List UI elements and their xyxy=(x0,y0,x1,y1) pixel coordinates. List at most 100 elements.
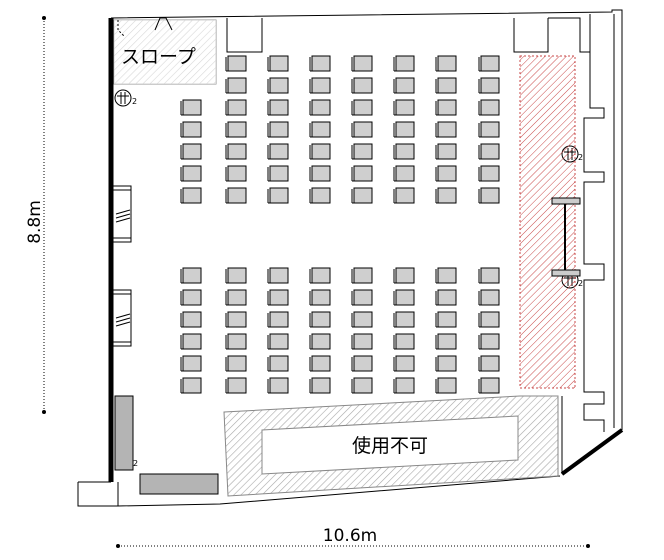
svg-text:2: 2 xyxy=(578,153,583,162)
chair xyxy=(225,55,247,72)
chair xyxy=(478,289,500,306)
chair xyxy=(180,333,202,350)
chair xyxy=(309,289,331,306)
chair xyxy=(309,187,331,204)
chair xyxy=(180,165,202,182)
chair xyxy=(267,333,289,350)
chair xyxy=(393,187,415,204)
chair xyxy=(225,187,247,204)
chair xyxy=(435,55,457,72)
chair xyxy=(267,55,289,72)
chair xyxy=(351,121,373,138)
chair xyxy=(180,311,202,328)
width-label: 10.6m xyxy=(323,526,377,546)
red-hatched-area xyxy=(519,55,581,389)
chair xyxy=(351,165,373,182)
chair xyxy=(351,355,373,372)
window-upper xyxy=(110,185,132,243)
chair xyxy=(478,267,500,284)
chair xyxy=(435,77,457,94)
chair xyxy=(393,121,415,138)
chair xyxy=(267,311,289,328)
chair xyxy=(478,143,500,160)
chair xyxy=(267,289,289,306)
chair xyxy=(351,289,373,306)
slope-area: スロープ xyxy=(113,17,217,85)
chair xyxy=(478,165,500,182)
chair xyxy=(309,311,331,328)
chair xyxy=(435,121,457,138)
unusable-area: 使用不可 xyxy=(223,395,559,497)
window-lower xyxy=(110,289,132,347)
height-label: 8.8m xyxy=(25,200,45,244)
chair xyxy=(309,165,331,182)
chair xyxy=(478,99,500,116)
chair xyxy=(478,77,500,94)
chair xyxy=(309,267,331,284)
chair xyxy=(309,55,331,72)
chair xyxy=(225,267,247,284)
chair xyxy=(435,99,457,116)
chair xyxy=(478,377,500,394)
chair xyxy=(267,377,289,394)
chair xyxy=(478,311,500,328)
chair xyxy=(435,165,457,182)
chair xyxy=(225,355,247,372)
svg-text:2: 2 xyxy=(132,97,137,106)
chair xyxy=(435,333,457,350)
chair xyxy=(435,143,457,160)
chair xyxy=(351,143,373,160)
chair xyxy=(267,143,289,160)
chair xyxy=(180,355,202,372)
counter xyxy=(139,473,219,495)
chair xyxy=(351,377,373,394)
height-dimension: 8.8m xyxy=(25,16,46,414)
chair xyxy=(180,187,202,204)
chair xyxy=(180,143,202,160)
unusable-label: 使用不可 xyxy=(352,435,428,457)
chair xyxy=(478,121,500,138)
chair xyxy=(435,377,457,394)
chair xyxy=(435,355,457,372)
width-dimension: 10.6m xyxy=(116,526,590,548)
chair xyxy=(478,355,500,372)
chair xyxy=(267,121,289,138)
chair xyxy=(393,333,415,350)
chair xyxy=(225,377,247,394)
chair xyxy=(180,267,202,284)
chair xyxy=(351,267,373,284)
chair xyxy=(351,311,373,328)
chair xyxy=(435,187,457,204)
chair xyxy=(393,99,415,116)
chair xyxy=(180,121,202,138)
chair xyxy=(393,311,415,328)
svg-text:2: 2 xyxy=(578,279,583,288)
chair xyxy=(267,355,289,372)
chair xyxy=(267,99,289,116)
chair xyxy=(225,99,247,116)
chair xyxy=(309,77,331,94)
chair xyxy=(393,77,415,94)
chair xyxy=(309,333,331,350)
chair xyxy=(225,311,247,328)
chair xyxy=(267,187,289,204)
chair xyxy=(435,267,457,284)
equipment-cabinet xyxy=(114,395,134,471)
chair xyxy=(478,187,500,204)
chair xyxy=(351,187,373,204)
chair xyxy=(393,143,415,160)
seating xyxy=(180,55,500,394)
slope-label: スロープ xyxy=(121,46,196,68)
chair xyxy=(225,143,247,160)
walls xyxy=(77,9,624,507)
chair xyxy=(267,165,289,182)
chair xyxy=(435,311,457,328)
chair xyxy=(393,267,415,284)
chair xyxy=(351,77,373,94)
chair xyxy=(309,377,331,394)
chair xyxy=(435,289,457,306)
chair xyxy=(393,55,415,72)
chair xyxy=(351,55,373,72)
chair xyxy=(180,99,202,116)
